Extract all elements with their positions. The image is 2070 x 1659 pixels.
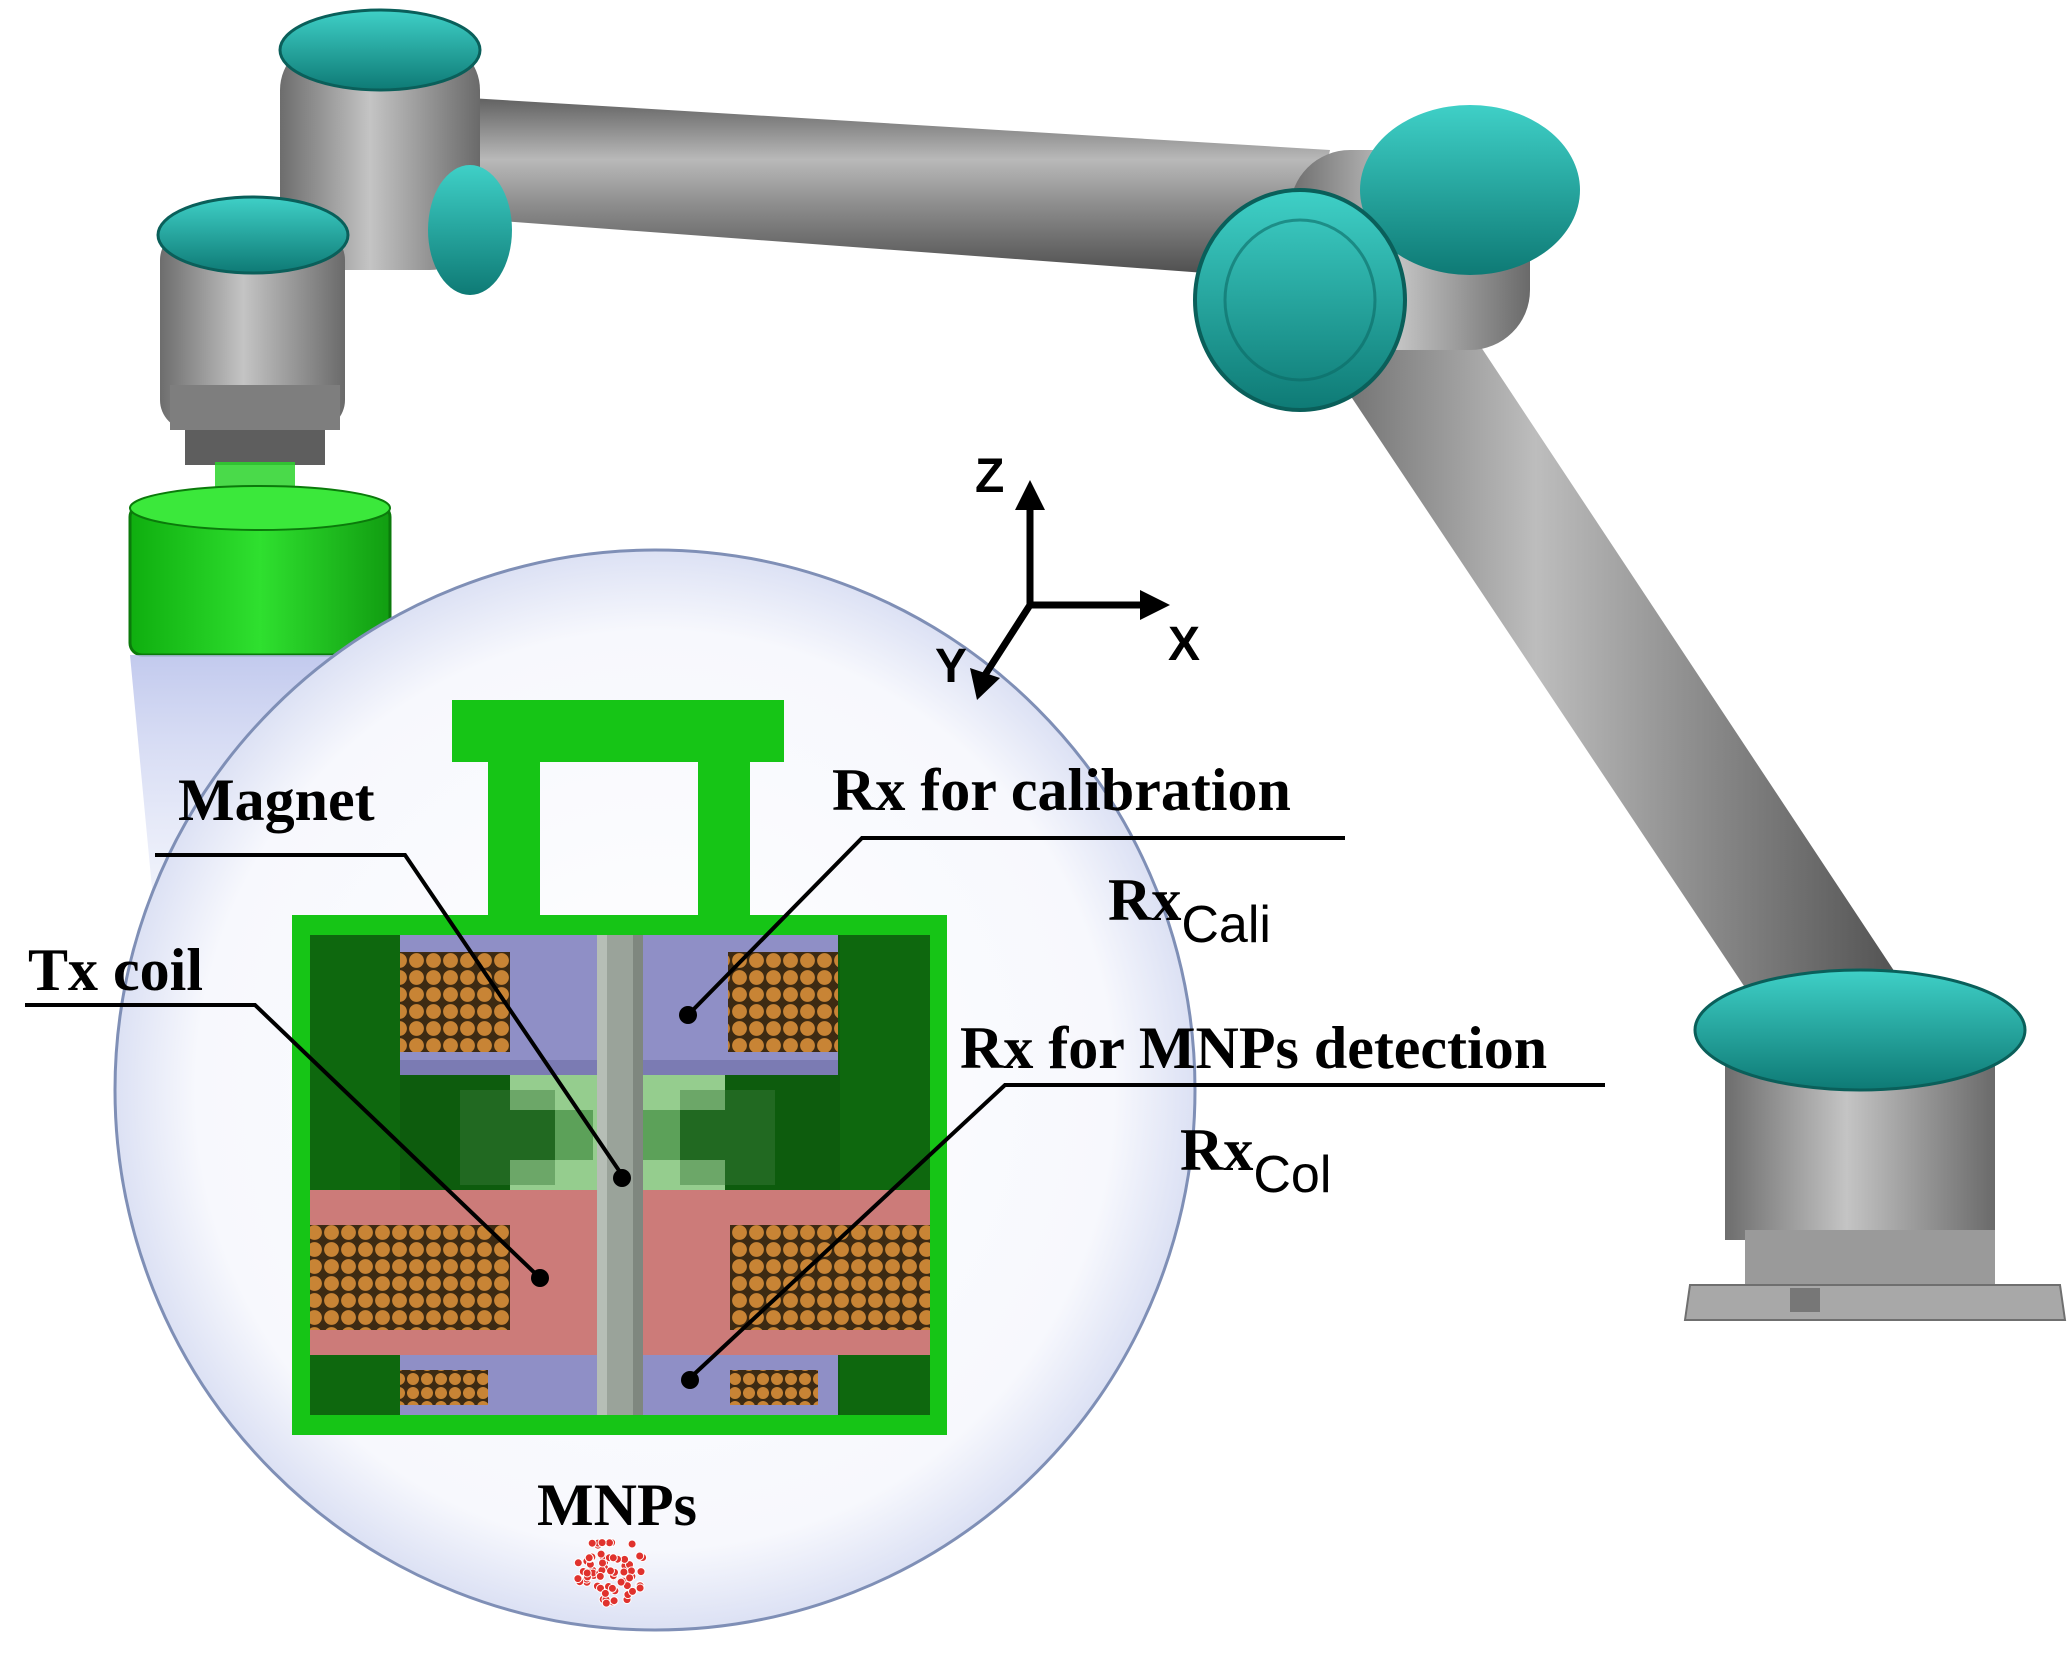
rx-cali-symbol: RxCali: [1108, 867, 1271, 954]
nanoparticle-dot: [573, 1558, 583, 1568]
shoulder-side-cap: [428, 165, 512, 295]
rx-cali-symbol-main: Rx: [1108, 867, 1181, 933]
nanoparticle-dot: [635, 1551, 645, 1561]
rx-col-leader: [688, 1083, 1605, 1380]
tx-coil-label: Tx coil: [28, 937, 203, 1003]
nanoparticle-dot: [628, 1586, 637, 1596]
nanoparticle-dot: [636, 1567, 646, 1577]
wrist-joint-body: [160, 230, 345, 430]
nanoparticle-dot: [619, 1567, 629, 1577]
nanoparticle-dot: [598, 1558, 607, 1568]
nanoparticle-dot: [582, 1568, 592, 1578]
magnified-cross-section: [25, 548, 1605, 1632]
magnet-label: Magnet: [178, 767, 375, 833]
axis-y-label: Y: [935, 640, 967, 693]
bracket-top-bar: [452, 700, 784, 762]
rx-col-coil-left: [400, 1370, 488, 1405]
rx-cali-symbol-sub: Cali: [1181, 896, 1271, 954]
rx-col-coil-right: [730, 1370, 818, 1405]
rx-cali-leader: [686, 836, 1345, 1017]
rx-col-symbol: RxCol: [1180, 1117, 1331, 1204]
rx-cali-coil-right: [728, 952, 838, 1052]
nanoparticle-cluster-icon: [573, 1538, 648, 1608]
nanoparticle-dot: [587, 1538, 597, 1548]
axis-z-label: Z: [975, 450, 1004, 503]
wrist-top-cap: [156, 195, 350, 275]
nanoparticle-dot: [625, 1573, 635, 1583]
rx-col-symbol-main: Rx: [1180, 1117, 1253, 1183]
lower-arm-link: [1280, 270, 1920, 1040]
tx-coil-leader: [25, 1003, 542, 1280]
bracket-left-post: [488, 760, 540, 920]
green-sensor-head: [128, 462, 392, 657]
nanoparticle-dot: [573, 1574, 583, 1584]
rx-detection-label: Rx for MNPs detection: [960, 1015, 1547, 1081]
nanoparticle-dot: [601, 1598, 611, 1608]
nanoparticle-dot: [616, 1577, 626, 1587]
base-ring: [1745, 1230, 1995, 1290]
nanoparticle-dot: [607, 1583, 617, 1593]
nanoparticle-dot: [605, 1538, 614, 1548]
xyz-axes-icon: [970, 480, 1170, 700]
nanoparticle-dot: [584, 1553, 594, 1563]
nanoparticle-dot: [597, 1538, 607, 1548]
nanoparticle-dot: [595, 1571, 605, 1581]
magnet-leader: [155, 853, 624, 1177]
upper-arm-link: [420, 95, 1330, 280]
shoulder-top-cap: [278, 8, 482, 92]
base-plate: [1683, 1284, 2067, 1321]
nanoparticle-dot: [609, 1596, 619, 1606]
nanoparticle-dot: [627, 1539, 637, 1549]
base-connector: [1790, 1288, 1820, 1312]
robot-arm-illustration: [128, 8, 2067, 1321]
rx-calibration-label: Rx for calibration: [832, 757, 1291, 823]
rx-col-symbol-sub: Col: [1253, 1146, 1331, 1204]
bracket-right-post: [698, 760, 750, 920]
nanoparticle-dot: [596, 1549, 606, 1559]
wrist-flange: [170, 385, 340, 430]
nanoparticle-dot: [635, 1583, 645, 1593]
tx-coil-left: [310, 1225, 510, 1330]
nanoparticle-dot: [608, 1553, 618, 1563]
axis-x-label: X: [1168, 618, 1200, 671]
base-top-cap: [1693, 968, 2027, 1092]
nanoparticle-dot: [606, 1566, 615, 1576]
mnps-label: MNPs: [537, 1472, 697, 1538]
rx-cali-coil-left: [400, 952, 510, 1052]
elbow-rear-cap: [1360, 105, 1580, 275]
nanoparticle-dot: [600, 1588, 610, 1598]
